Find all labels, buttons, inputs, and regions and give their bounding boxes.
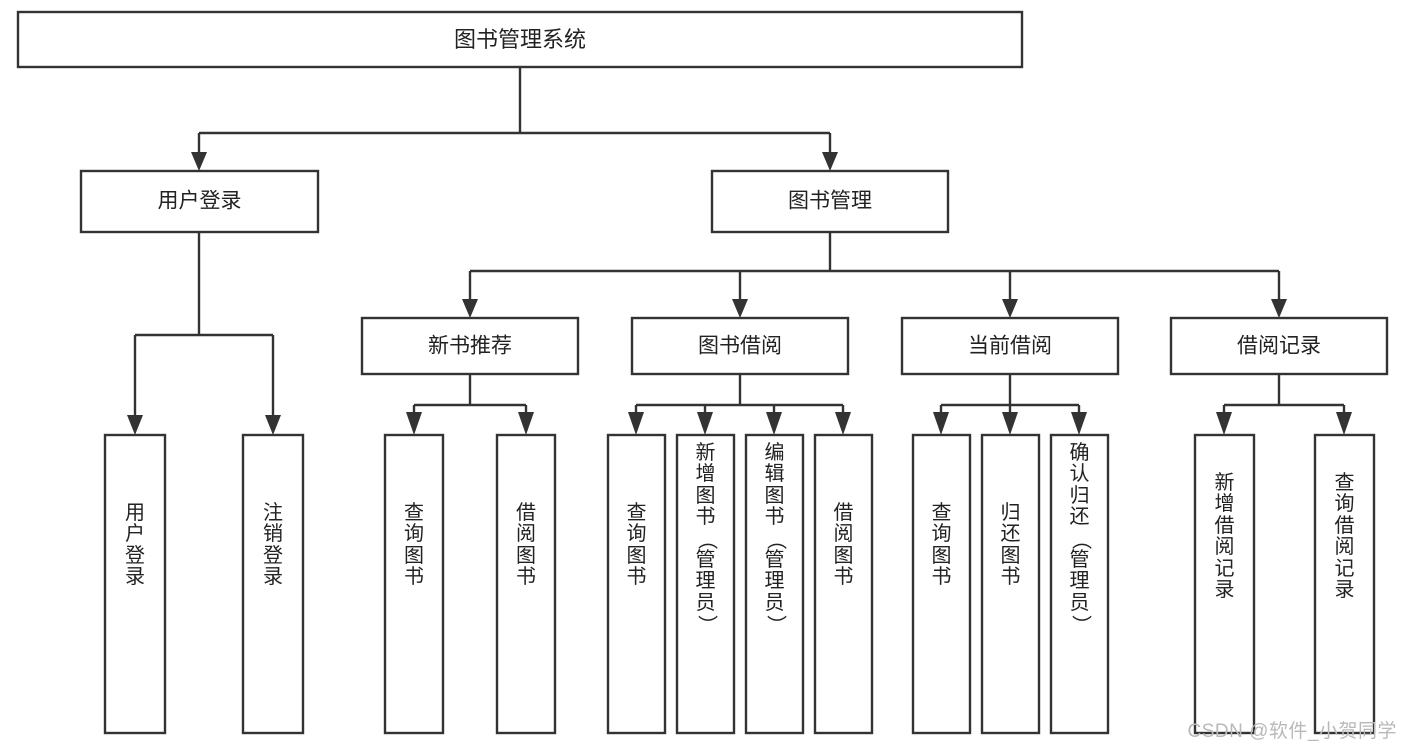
arrow-head-book-borrow xyxy=(732,299,748,318)
arrow-head-current-borrow xyxy=(1002,299,1018,318)
node-layer: 图书管理系统 用户登录 图书管理 新书推荐 图书借阅 当前借阅 借阅记录 xyxy=(16,10,1389,735)
arrow-head-leaf-return-book xyxy=(1002,412,1018,435)
arrow-head-leaf-query-record xyxy=(1336,412,1352,435)
node-box-borrow-record[interactable] xyxy=(1169,316,1389,376)
arrow-head-leaf-add-record xyxy=(1216,412,1232,435)
node-box-leaf-query-book-3[interactable] xyxy=(911,433,972,735)
node-box-leaf-confirm-return[interactable] xyxy=(1049,433,1110,735)
node-label-user-login: 用户登录 xyxy=(158,190,242,213)
arrow-head-leaf-add-book xyxy=(697,412,713,435)
node-label-root: 图书管理系统 xyxy=(454,27,586,52)
arrow-head-leaf-confirm-return xyxy=(1071,412,1087,435)
node-box-leaf-return-book[interactable] xyxy=(980,433,1041,735)
arrow-head-leaf-query-book-2 xyxy=(628,412,644,435)
node-box-leaf-logout[interactable] xyxy=(241,433,305,735)
arrow-head-book-manage xyxy=(822,152,838,171)
node-box-root[interactable] xyxy=(16,10,1024,69)
arrow-head-new-book-rec xyxy=(462,299,478,318)
node-box-leaf-edit-book[interactable] xyxy=(744,433,805,735)
node-box-current-borrow[interactable] xyxy=(900,316,1120,376)
node-box-leaf-add-book[interactable] xyxy=(675,433,736,735)
node-label-current-borrow: 当前借阅 xyxy=(968,335,1052,358)
arrow-head-leaf-user-login xyxy=(127,415,143,435)
node-box-leaf-query-book-2[interactable] xyxy=(606,433,667,735)
node-box-book-manage[interactable] xyxy=(710,169,950,234)
node-label-borrow-record: 借阅记录 xyxy=(1237,335,1321,358)
node-box-new-book-rec[interactable] xyxy=(360,316,580,376)
arrow-head-leaf-borrow-book-1 xyxy=(518,412,534,435)
arrow-head-leaf-edit-book xyxy=(766,412,782,435)
node-box-user-login[interactable] xyxy=(79,169,320,234)
node-box-leaf-query-record[interactable] xyxy=(1313,433,1376,735)
node-box-book-borrow[interactable] xyxy=(630,316,850,376)
arrow-head-leaf-logout xyxy=(265,415,281,435)
node-label-new-book-rec: 新书推荐 xyxy=(428,335,512,358)
node-box-leaf-query-book-1[interactable] xyxy=(383,433,445,735)
arrow-head-user-login xyxy=(191,152,207,171)
node-label-book-manage: 图书管理 xyxy=(788,190,872,213)
node-box-leaf-borrow-book-2[interactable] xyxy=(813,433,874,735)
connector-layer xyxy=(127,67,1352,435)
node-box-leaf-user-login[interactable] xyxy=(103,433,167,735)
arrow-head-leaf-query-book-3 xyxy=(933,412,949,435)
node-label-book-borrow: 图书借阅 xyxy=(698,335,782,358)
arrow-head-borrow-record xyxy=(1271,299,1287,318)
arrow-head-leaf-query-book-1 xyxy=(406,412,422,435)
node-box-leaf-add-record[interactable] xyxy=(1193,433,1256,735)
node-box-leaf-borrow-book-1[interactable] xyxy=(495,433,557,735)
arrow-head-leaf-borrow-book-2 xyxy=(835,412,851,435)
